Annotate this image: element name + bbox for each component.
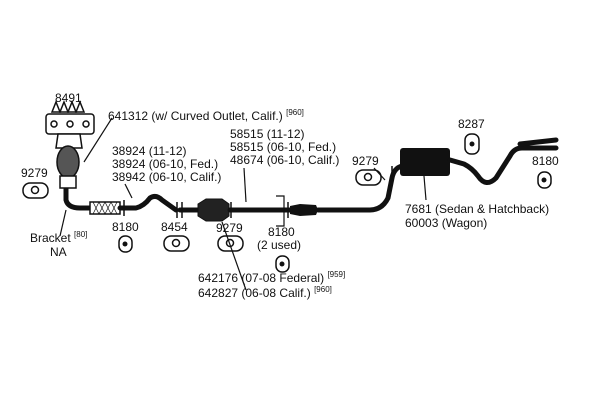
label-642827-text: 642827 (06-08 Calif.) xyxy=(198,286,311,300)
label-8180-b-note: (2 used) xyxy=(257,238,301,252)
label-642176-ref: [959] xyxy=(327,270,345,279)
gasket-9279-right xyxy=(355,169,382,186)
label-bracket: Bracket [80] xyxy=(30,230,87,245)
label-641312-text: 641312 (w/ Curved Outlet, Calif.) xyxy=(108,109,283,123)
label-642176-text: 642176 (07-08 Federal) xyxy=(198,271,324,285)
label-8491: 8491 xyxy=(55,91,82,105)
converter-outlet xyxy=(59,175,77,189)
label-58515-b: 58515 (06-10, Fed.) xyxy=(230,140,336,154)
label-38924-b: 38924 (06-10, Fed.) xyxy=(112,157,218,171)
label-641312: 641312 (w/ Curved Outlet, Calif.) [960] xyxy=(108,108,304,123)
label-8180-c: 8180 xyxy=(532,154,559,168)
catalytic-converter xyxy=(197,198,230,222)
label-7681: 7681 (Sedan & Hatchback) xyxy=(405,202,549,216)
hanger-8287 xyxy=(464,133,480,155)
label-bracket-ref: [80] xyxy=(74,230,87,239)
label-9279-left: 9279 xyxy=(21,166,48,180)
hanger-8454 xyxy=(163,235,190,252)
label-bracket-na: NA xyxy=(50,245,67,259)
resonator xyxy=(290,204,318,216)
label-8454: 8454 xyxy=(161,220,188,234)
muffler xyxy=(400,148,450,176)
label-38942: 38942 (06-10, Calif.) xyxy=(112,170,221,184)
label-642176: 642176 (07-08 Federal) [959] xyxy=(198,270,345,285)
clamps xyxy=(123,166,393,218)
label-8180-b: 8180 xyxy=(268,225,295,239)
hanger-8180-a xyxy=(118,235,133,253)
label-58515-a: 58515 (11-12) xyxy=(230,127,305,141)
label-642827-ref: [960] xyxy=(314,285,332,294)
exhaust-manifold xyxy=(45,99,95,149)
label-9279-mid: 9279 xyxy=(216,221,243,235)
hanger-8180-c xyxy=(537,171,552,189)
front-pipe xyxy=(63,185,95,211)
tail-pipe-front xyxy=(315,163,405,213)
label-bracket-text: Bracket xyxy=(30,231,71,245)
gasket-9279-mid xyxy=(217,235,244,252)
tail-pipe-tip xyxy=(517,137,559,147)
hanger-8180-b xyxy=(275,255,290,273)
label-8287: 8287 xyxy=(458,117,485,131)
label-9279-right: 9279 xyxy=(352,154,379,168)
flex-pipe xyxy=(89,201,121,215)
label-60003: 60003 (Wagon) xyxy=(405,216,487,230)
leader-lines xyxy=(59,117,427,291)
label-38924-a: 38924 (11-12) xyxy=(112,144,187,158)
label-8180-a: 8180 xyxy=(112,220,139,234)
dual-hanger-bracket xyxy=(276,195,285,227)
label-642827: 642827 (06-08 Calif.) [960] xyxy=(198,285,332,300)
intermediate-pipe xyxy=(117,193,179,213)
tail-pipe-rear xyxy=(447,145,559,185)
manifold-converter xyxy=(56,145,80,179)
gasket-9279-left xyxy=(22,182,49,199)
label-641312-ref: [960] xyxy=(286,108,304,117)
flex-pipe-mesh xyxy=(92,201,118,215)
label-48674: 48674 (06-10, Calif.) xyxy=(230,153,339,167)
